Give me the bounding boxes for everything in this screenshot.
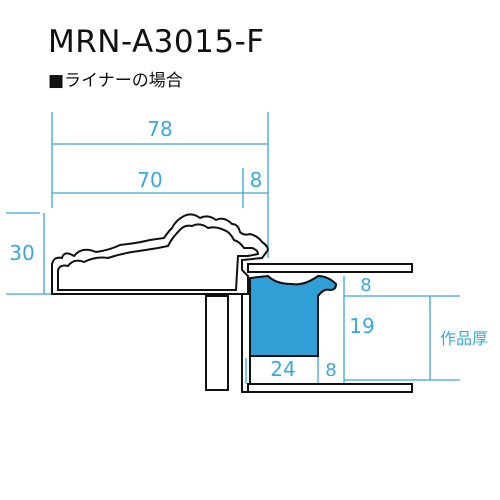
glazing-top <box>247 263 413 273</box>
dim-label-24: 24 <box>270 357 295 381</box>
dim-label-8-liner-bottom: 8 <box>325 360 336 381</box>
dimension-lines <box>6 112 460 384</box>
dim-label-78: 78 <box>147 117 172 141</box>
glazing-bottom <box>247 383 413 393</box>
liner-body <box>249 274 338 357</box>
frame-profile <box>51 213 413 393</box>
artwork-thickness-label: 作品厚 <box>440 329 488 348</box>
dim-label-30: 30 <box>9 241 34 265</box>
dim-label-70: 70 <box>137 168 162 192</box>
product-code-title: MRN-A3015-F <box>48 24 265 60</box>
frame-inner-outline <box>57 223 260 291</box>
backboard <box>205 295 229 391</box>
dim-label-19: 19 <box>349 314 374 338</box>
dim-label-8-liner-top: 8 <box>360 275 371 296</box>
dim-label-8-top: 8 <box>250 168 263 192</box>
liner-case-subtitle: ■ライナーの場合 <box>48 71 183 91</box>
